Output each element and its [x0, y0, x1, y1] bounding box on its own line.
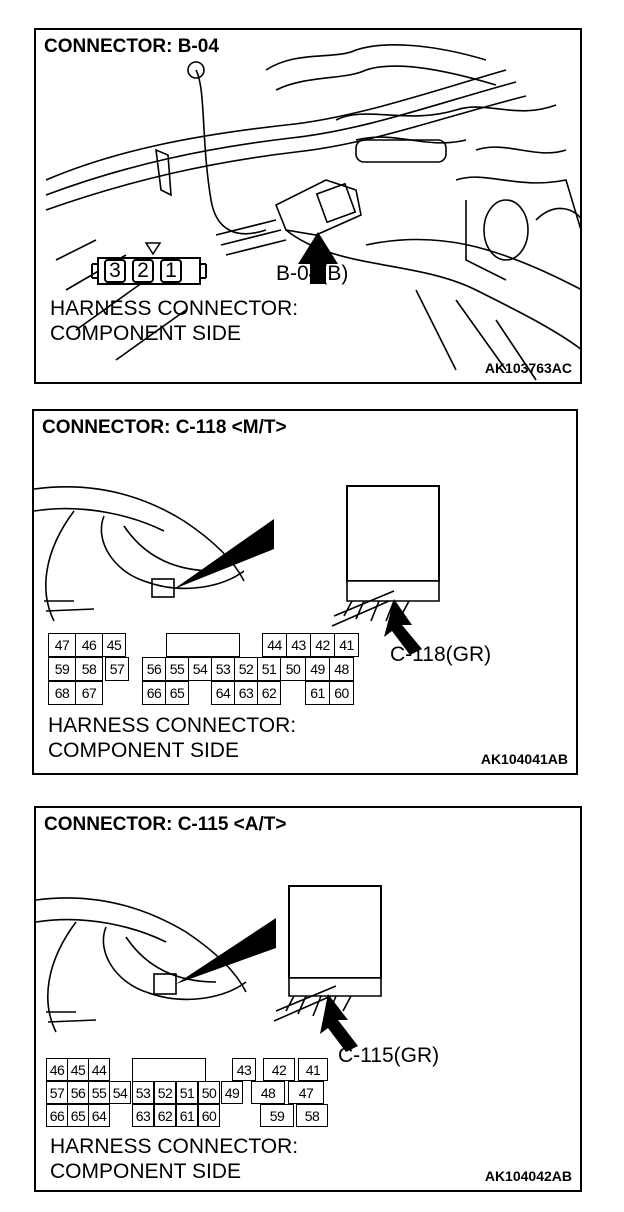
housing-block	[166, 633, 240, 657]
pin-cell: 56	[142, 657, 166, 681]
pin-cell: 56	[67, 1081, 89, 1104]
pin-cell: 50	[198, 1081, 220, 1104]
pin-cell: 64	[211, 681, 235, 705]
pin-cell: 49	[305, 657, 330, 681]
pin-cell: 50	[280, 657, 306, 681]
dashboard-illustration	[34, 485, 440, 655]
connector-callout: B-04(B)	[276, 262, 349, 285]
pin-cell: 48	[329, 657, 354, 681]
figure-code: AK103763AC	[484, 360, 572, 376]
pin-cell: 59	[48, 657, 76, 681]
pin-1: 1	[160, 259, 182, 283]
pin-cell: 62	[154, 1104, 176, 1127]
caption-line-2: COMPONENT SIDE	[48, 739, 239, 762]
pin-cell: 53	[211, 657, 235, 681]
pin-cell: 55	[165, 657, 189, 681]
pin-cell: 60	[198, 1104, 220, 1127]
pin-cell: 61	[305, 681, 330, 705]
connector-callout: C-115(GR)	[338, 1044, 440, 1067]
pin-cell: 58	[296, 1104, 328, 1127]
pin-cell: 63	[132, 1104, 154, 1127]
pin-cell: 46	[75, 633, 103, 657]
pin-cell: 65	[165, 681, 189, 705]
caption-line-1: HARNESS CONNECTOR:	[48, 714, 297, 737]
figure-code: AK104041AB	[480, 751, 568, 767]
pin-cell: 59	[260, 1104, 294, 1127]
pin-cell: 45	[102, 633, 126, 657]
pin-cell: 48	[251, 1081, 285, 1104]
pin-cell: 68	[48, 681, 76, 705]
pin-cell: 43	[232, 1058, 256, 1081]
pin-cell: 61	[176, 1104, 198, 1127]
caption-line-1: HARNESS CONNECTOR:	[50, 297, 299, 320]
panel-title: CONNECTOR: B-04	[44, 36, 219, 57]
pin-cell: 67	[75, 681, 103, 705]
pin-cell: 57	[105, 657, 129, 681]
pin-cell: 49	[221, 1081, 243, 1104]
dashboard-illustration	[36, 885, 382, 1052]
connector-b04-panel: CONNECTOR: B-04 3 2 1 B-04(B) HARNESS CO…	[34, 28, 582, 384]
pin-cell: 64	[88, 1104, 110, 1127]
pin-cell: 44	[88, 1058, 110, 1081]
pin-cell: 66	[46, 1104, 68, 1127]
pin-cell: 47	[288, 1081, 324, 1104]
pin-cell: 62	[257, 681, 281, 705]
pin-2: 2	[132, 259, 154, 283]
pin-cell: 41	[334, 633, 359, 657]
pin-cell: 42	[310, 633, 335, 657]
pin-cell: 54	[188, 657, 212, 681]
pin-cell: 41	[298, 1058, 328, 1081]
caption-line-1: HARNESS CONNECTOR:	[50, 1135, 299, 1158]
pin-cell: 66	[142, 681, 166, 705]
pin-cell: 60	[329, 681, 354, 705]
pin-cell: 65	[67, 1104, 89, 1127]
housing-block	[132, 1058, 206, 1082]
engine-bay-illustration	[45, 44, 580, 381]
pin-cell: 52	[154, 1081, 176, 1104]
pin-cell: 53	[132, 1081, 154, 1104]
pin-cell: 45	[67, 1058, 89, 1081]
pin-cell: 42	[263, 1058, 295, 1081]
figure-code: AK104042AB	[484, 1168, 572, 1184]
caption-line-2: COMPONENT SIDE	[50, 322, 241, 345]
pin-cell: 44	[262, 633, 287, 657]
pin-cell: 58	[75, 657, 103, 681]
pin-cell: 43	[286, 633, 311, 657]
caption-line-2: COMPONENT SIDE	[50, 1160, 241, 1183]
pin-cell: 54	[109, 1081, 131, 1104]
panel-title: CONNECTOR: C-118 <M/T>	[42, 417, 287, 438]
pin-cell: 51	[176, 1081, 198, 1104]
pin-cell: 46	[46, 1058, 68, 1081]
pin-cell: 51	[257, 657, 281, 681]
pin-3: 3	[104, 259, 126, 283]
pin-cell: 52	[234, 657, 258, 681]
pin-cell: 47	[48, 633, 76, 657]
connector-callout: C-118(GR)	[390, 643, 492, 666]
pin-cell: 55	[88, 1081, 110, 1104]
pin-cell: 57	[46, 1081, 68, 1104]
panel-title: CONNECTOR: C-115 <A/T>	[44, 814, 287, 835]
pin-cell: 63	[234, 681, 258, 705]
